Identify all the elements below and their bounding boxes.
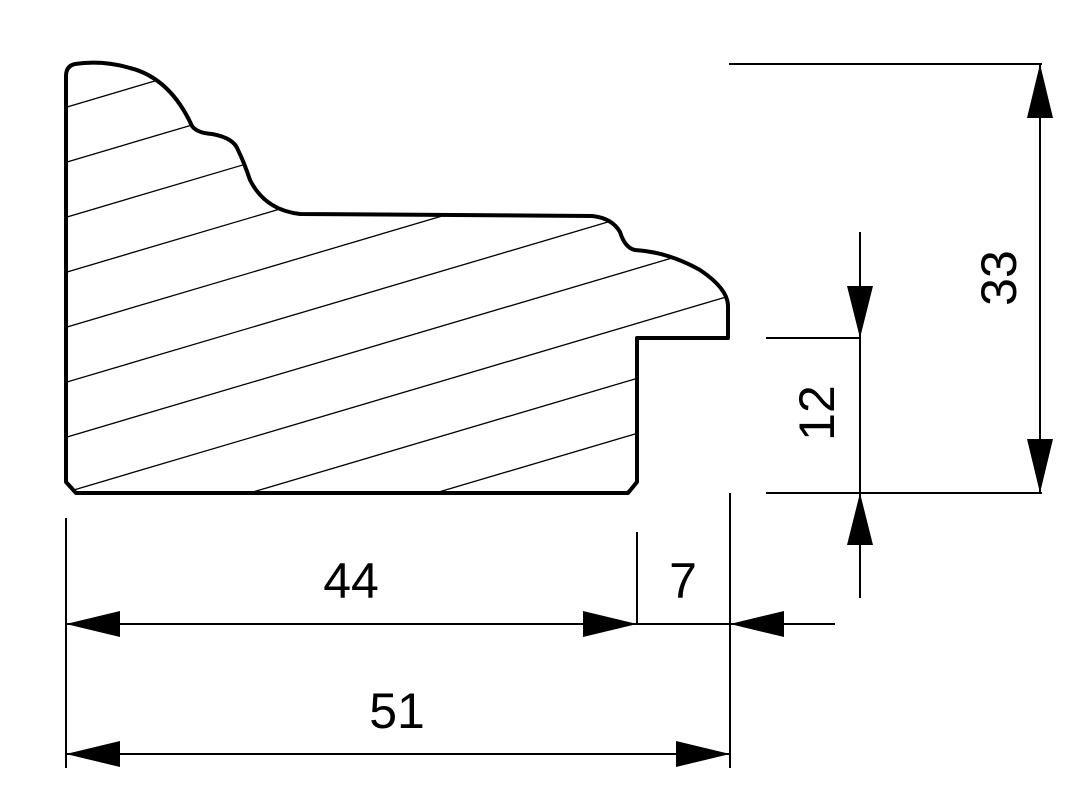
dimension-33: 33 (971, 64, 1053, 493)
dimension-label-33: 33 (971, 250, 1027, 306)
profile-outline (64, 60, 730, 495)
arrowhead-down-icon (1027, 439, 1053, 493)
dimension-label-51: 51 (369, 683, 425, 739)
arrowhead-up-icon (847, 493, 873, 545)
dimension-label-44: 44 (323, 553, 379, 609)
arrowhead-up-icon (1027, 64, 1053, 118)
dimension-7: 7 (637, 553, 835, 637)
dimension-51: 51 (66, 683, 730, 767)
dimension-12: 12 (789, 232, 873, 598)
extension-lines (65, 63, 1042, 768)
arrowhead-left-icon (66, 741, 120, 767)
dimension-label-12: 12 (789, 385, 845, 441)
dimension-label-7: 7 (669, 553, 697, 609)
arrowhead-left-icon (730, 611, 784, 637)
section-hatching (66, 62, 728, 494)
arrowhead-right-icon (583, 611, 637, 637)
arrowhead-right-icon (676, 741, 730, 767)
arrowhead-down-icon (847, 286, 873, 338)
arrowhead-left-icon (66, 611, 120, 637)
dimension-44: 44 (66, 553, 637, 637)
